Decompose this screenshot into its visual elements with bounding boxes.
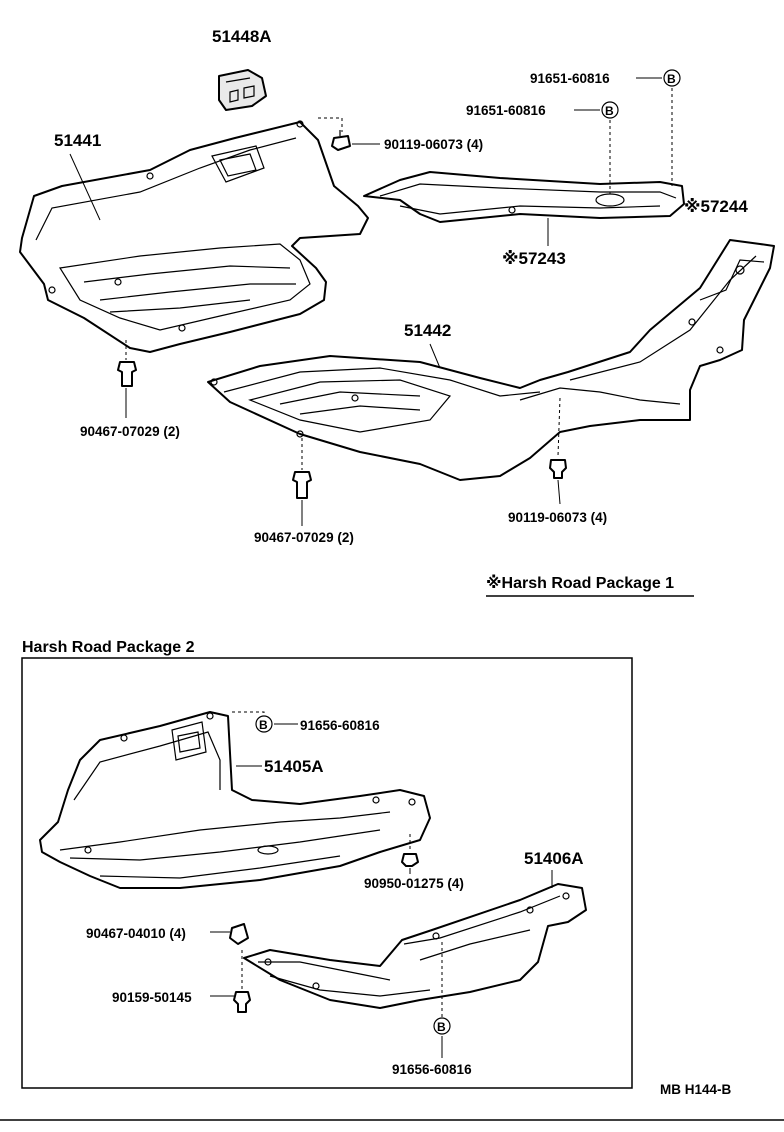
b-marker-91651-top: B: [663, 69, 681, 186]
label-51406a: 51406A: [524, 849, 584, 868]
label-90467-07029-left: 90467-07029 (2): [80, 424, 180, 439]
label-90467-04010: 90467-04010 (4): [86, 926, 186, 941]
part-51405a-cover: [39, 711, 431, 889]
label-90119-06073-bottom: 90119-06073 (4): [508, 510, 607, 525]
label-91651-60816-top: 91651-60816: [530, 71, 610, 86]
bolt-90119-06073-bottom: [549, 397, 567, 479]
clip-90467-04010: [229, 923, 249, 945]
clip-90467-07029-mid: [292, 438, 312, 499]
label-90159-50145: 90159-50145: [112, 990, 192, 1005]
bolt-90119-06073-top: [318, 117, 351, 151]
part-51442-rear-cover: [207, 239, 775, 481]
bolt-90159-50145: [233, 950, 251, 1013]
label-51441: 51441: [54, 131, 101, 150]
label-90119-06073-top: 90119-06073 (4): [384, 137, 483, 152]
harsh-road-package-1-caption: ※Harsh Road Package 1: [486, 574, 674, 592]
part-51406a-cover: [243, 883, 587, 1009]
label-51442: 51442: [404, 321, 451, 340]
diagram-code: MB H144-B: [660, 1082, 732, 1097]
label-91656-60816-top: 91656-60816: [300, 718, 380, 733]
label-91656-60816-bottom: 91656-60816: [392, 1062, 472, 1077]
harsh-road-package-2-title: Harsh Road Package 2: [22, 639, 195, 656]
clip-90467-07029-left: [117, 340, 137, 387]
svg-text:B: B: [437, 1020, 446, 1034]
svg-text:B: B: [259, 718, 268, 732]
svg-text:B: B: [605, 104, 614, 118]
nut-90950-01275: [401, 834, 419, 867]
label-91651-60816-mid: 91651-60816: [466, 103, 546, 118]
label-51405a: 51405A: [264, 757, 324, 776]
svg-text:B: B: [667, 72, 676, 86]
label-51448a: 51448A: [212, 27, 272, 46]
harsh-road-package-2-frame: [21, 657, 633, 1089]
label-57244: ※57244: [684, 197, 748, 216]
b-marker-91651-mid: B: [601, 101, 619, 194]
label-90467-07029-mid: 90467-07029 (2): [254, 530, 354, 545]
b-marker-91656-bottom: B: [433, 942, 451, 1035]
part-51448a-bracket: [218, 69, 267, 111]
b-marker-91656-top: B: [232, 711, 273, 733]
label-57243: ※57243: [502, 249, 566, 268]
part-51441-front-cover: [19, 120, 369, 353]
label-90950-01275: 90950-01275 (4): [364, 876, 464, 891]
part-57243-57244-brackets: [363, 171, 685, 223]
